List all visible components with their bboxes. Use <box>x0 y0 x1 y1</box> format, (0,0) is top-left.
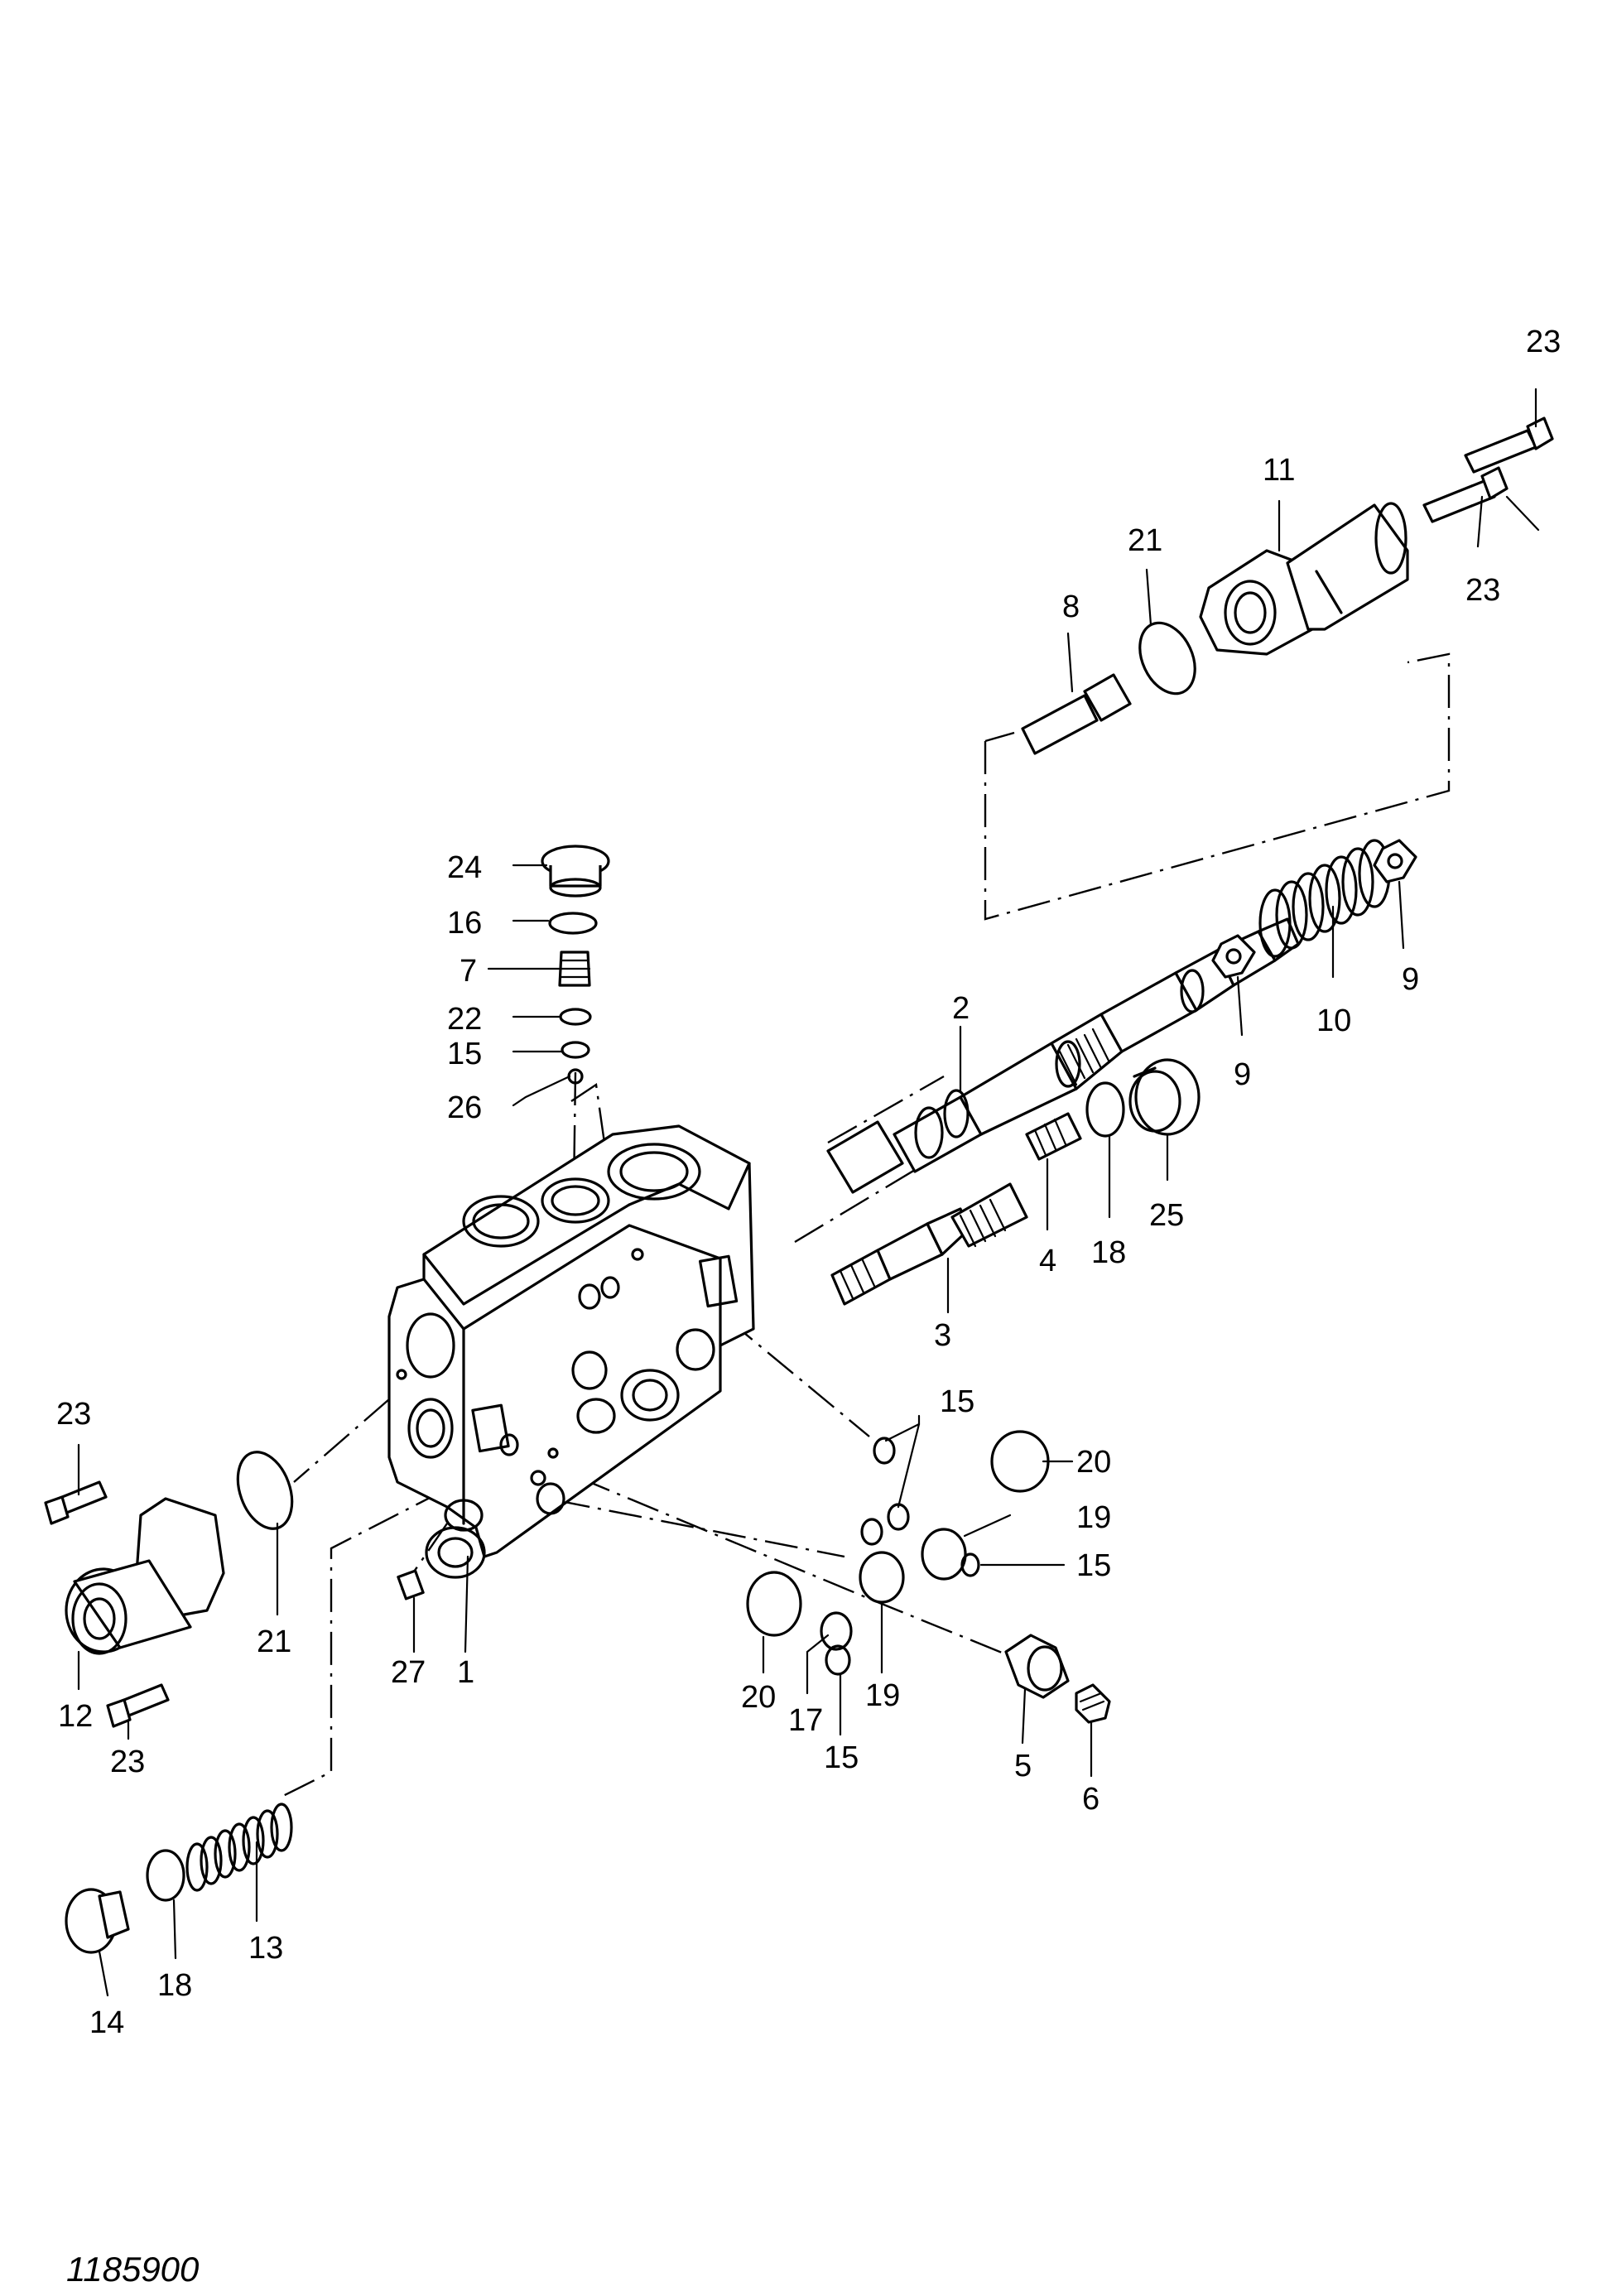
callout-18: 18 <box>157 1968 192 2003</box>
callout-23: 23 <box>1465 573 1500 608</box>
bolt-23-left-top <box>44 1480 108 1525</box>
plug-25 <box>1128 1058 1201 1136</box>
o-ring-18-lower <box>146 1849 185 1902</box>
sub-spool <box>830 1182 1028 1306</box>
callout-19: 19 <box>1076 1500 1111 1535</box>
callout-10: 10 <box>1316 1004 1351 1038</box>
callout-9: 9 <box>1234 1057 1251 1092</box>
o-ring-17 <box>820 1611 853 1651</box>
plug-4 <box>1025 1112 1082 1161</box>
callout-15: 15 <box>447 1037 482 1071</box>
o-ring-20-upper <box>990 1430 1050 1493</box>
callout-labels: 23 11 21 23 8 24 16 7 22 15 26 2 9 10 9 … <box>56 325 1561 2040</box>
o-ring-18-upper <box>1085 1081 1125 1138</box>
plug-27 <box>397 1569 425 1600</box>
o-ring-21-upper <box>1138 621 1196 696</box>
o-ring-21-left <box>236 1451 294 1530</box>
callout-21: 21 <box>257 1625 291 1659</box>
reference-number: 1185900 <box>66 2250 200 2289</box>
callout-26: 26 <box>447 1090 482 1125</box>
callout-23: 23 <box>56 1397 91 1432</box>
callout-11: 11 <box>1263 453 1295 488</box>
plug-14 <box>65 1888 130 1954</box>
bolt-23-middle <box>1422 466 1509 523</box>
assembly-axis-lines <box>281 652 1451 1798</box>
callout-1: 1 <box>457 1655 474 1690</box>
o-ring-15-top <box>561 1041 590 1059</box>
callout-20: 20 <box>1076 1445 1111 1480</box>
callout-9: 9 <box>1402 962 1419 997</box>
poppet-6 <box>1075 1683 1111 1724</box>
callout-15: 15 <box>824 1740 859 1775</box>
callout-8: 8 <box>1062 590 1080 624</box>
cover-11 <box>1199 502 1409 656</box>
callout-23: 23 <box>110 1745 145 1779</box>
callout-4: 4 <box>1039 1244 1056 1278</box>
bolt-23-left-bottom <box>106 1683 170 1728</box>
spring-seat-9-left <box>1211 934 1256 979</box>
callout-5: 5 <box>1014 1749 1032 1783</box>
callout-18: 18 <box>1091 1235 1126 1270</box>
o-ring-15-e <box>825 1644 851 1676</box>
o-ring-19-upper <box>921 1528 967 1581</box>
callout-6: 6 <box>1082 1782 1100 1817</box>
callout-12: 12 <box>58 1699 93 1734</box>
stopper-8 <box>1021 673 1132 755</box>
leader-lines <box>77 387 1540 1997</box>
callout-7: 7 <box>460 954 477 989</box>
callout-2: 2 <box>952 991 970 1026</box>
callout-22: 22 <box>447 1002 482 1037</box>
callout-24: 24 <box>447 850 482 885</box>
callout-16: 16 <box>447 906 482 941</box>
callout-20: 20 <box>741 1680 776 1715</box>
o-ring-16 <box>548 912 598 935</box>
callout-27: 27 <box>391 1655 426 1690</box>
sleeve-5 <box>1004 1634 1070 1699</box>
o-ring-15-b <box>887 1503 910 1531</box>
callout-3: 3 <box>934 1318 951 1353</box>
cover-12 <box>65 1497 225 1655</box>
spring-13 <box>185 1803 293 1892</box>
o-ring-15-a <box>873 1437 896 1465</box>
spring-seat-9-right <box>1373 839 1417 883</box>
o-ring-20-lower <box>746 1571 802 1637</box>
callout-15: 15 <box>1076 1548 1111 1583</box>
callout-14: 14 <box>89 2005 124 2040</box>
callout-21: 21 <box>1128 523 1162 558</box>
callout-25: 25 <box>1149 1198 1184 1233</box>
bolt-23-upper <box>1464 416 1554 474</box>
callout-19: 19 <box>865 1678 900 1713</box>
callout-15: 15 <box>940 1384 974 1419</box>
check-valve-7 <box>558 951 591 987</box>
callout-13: 13 <box>248 1931 283 1966</box>
backup-ring-22 <box>559 1008 592 1026</box>
plug-24 <box>541 845 610 898</box>
callout-23: 23 <box>1526 325 1561 359</box>
callout-17: 17 <box>788 1703 823 1738</box>
o-ring-15-c <box>860 1518 883 1546</box>
valve-body <box>387 1124 755 1579</box>
o-ring-19-lower <box>859 1551 905 1604</box>
